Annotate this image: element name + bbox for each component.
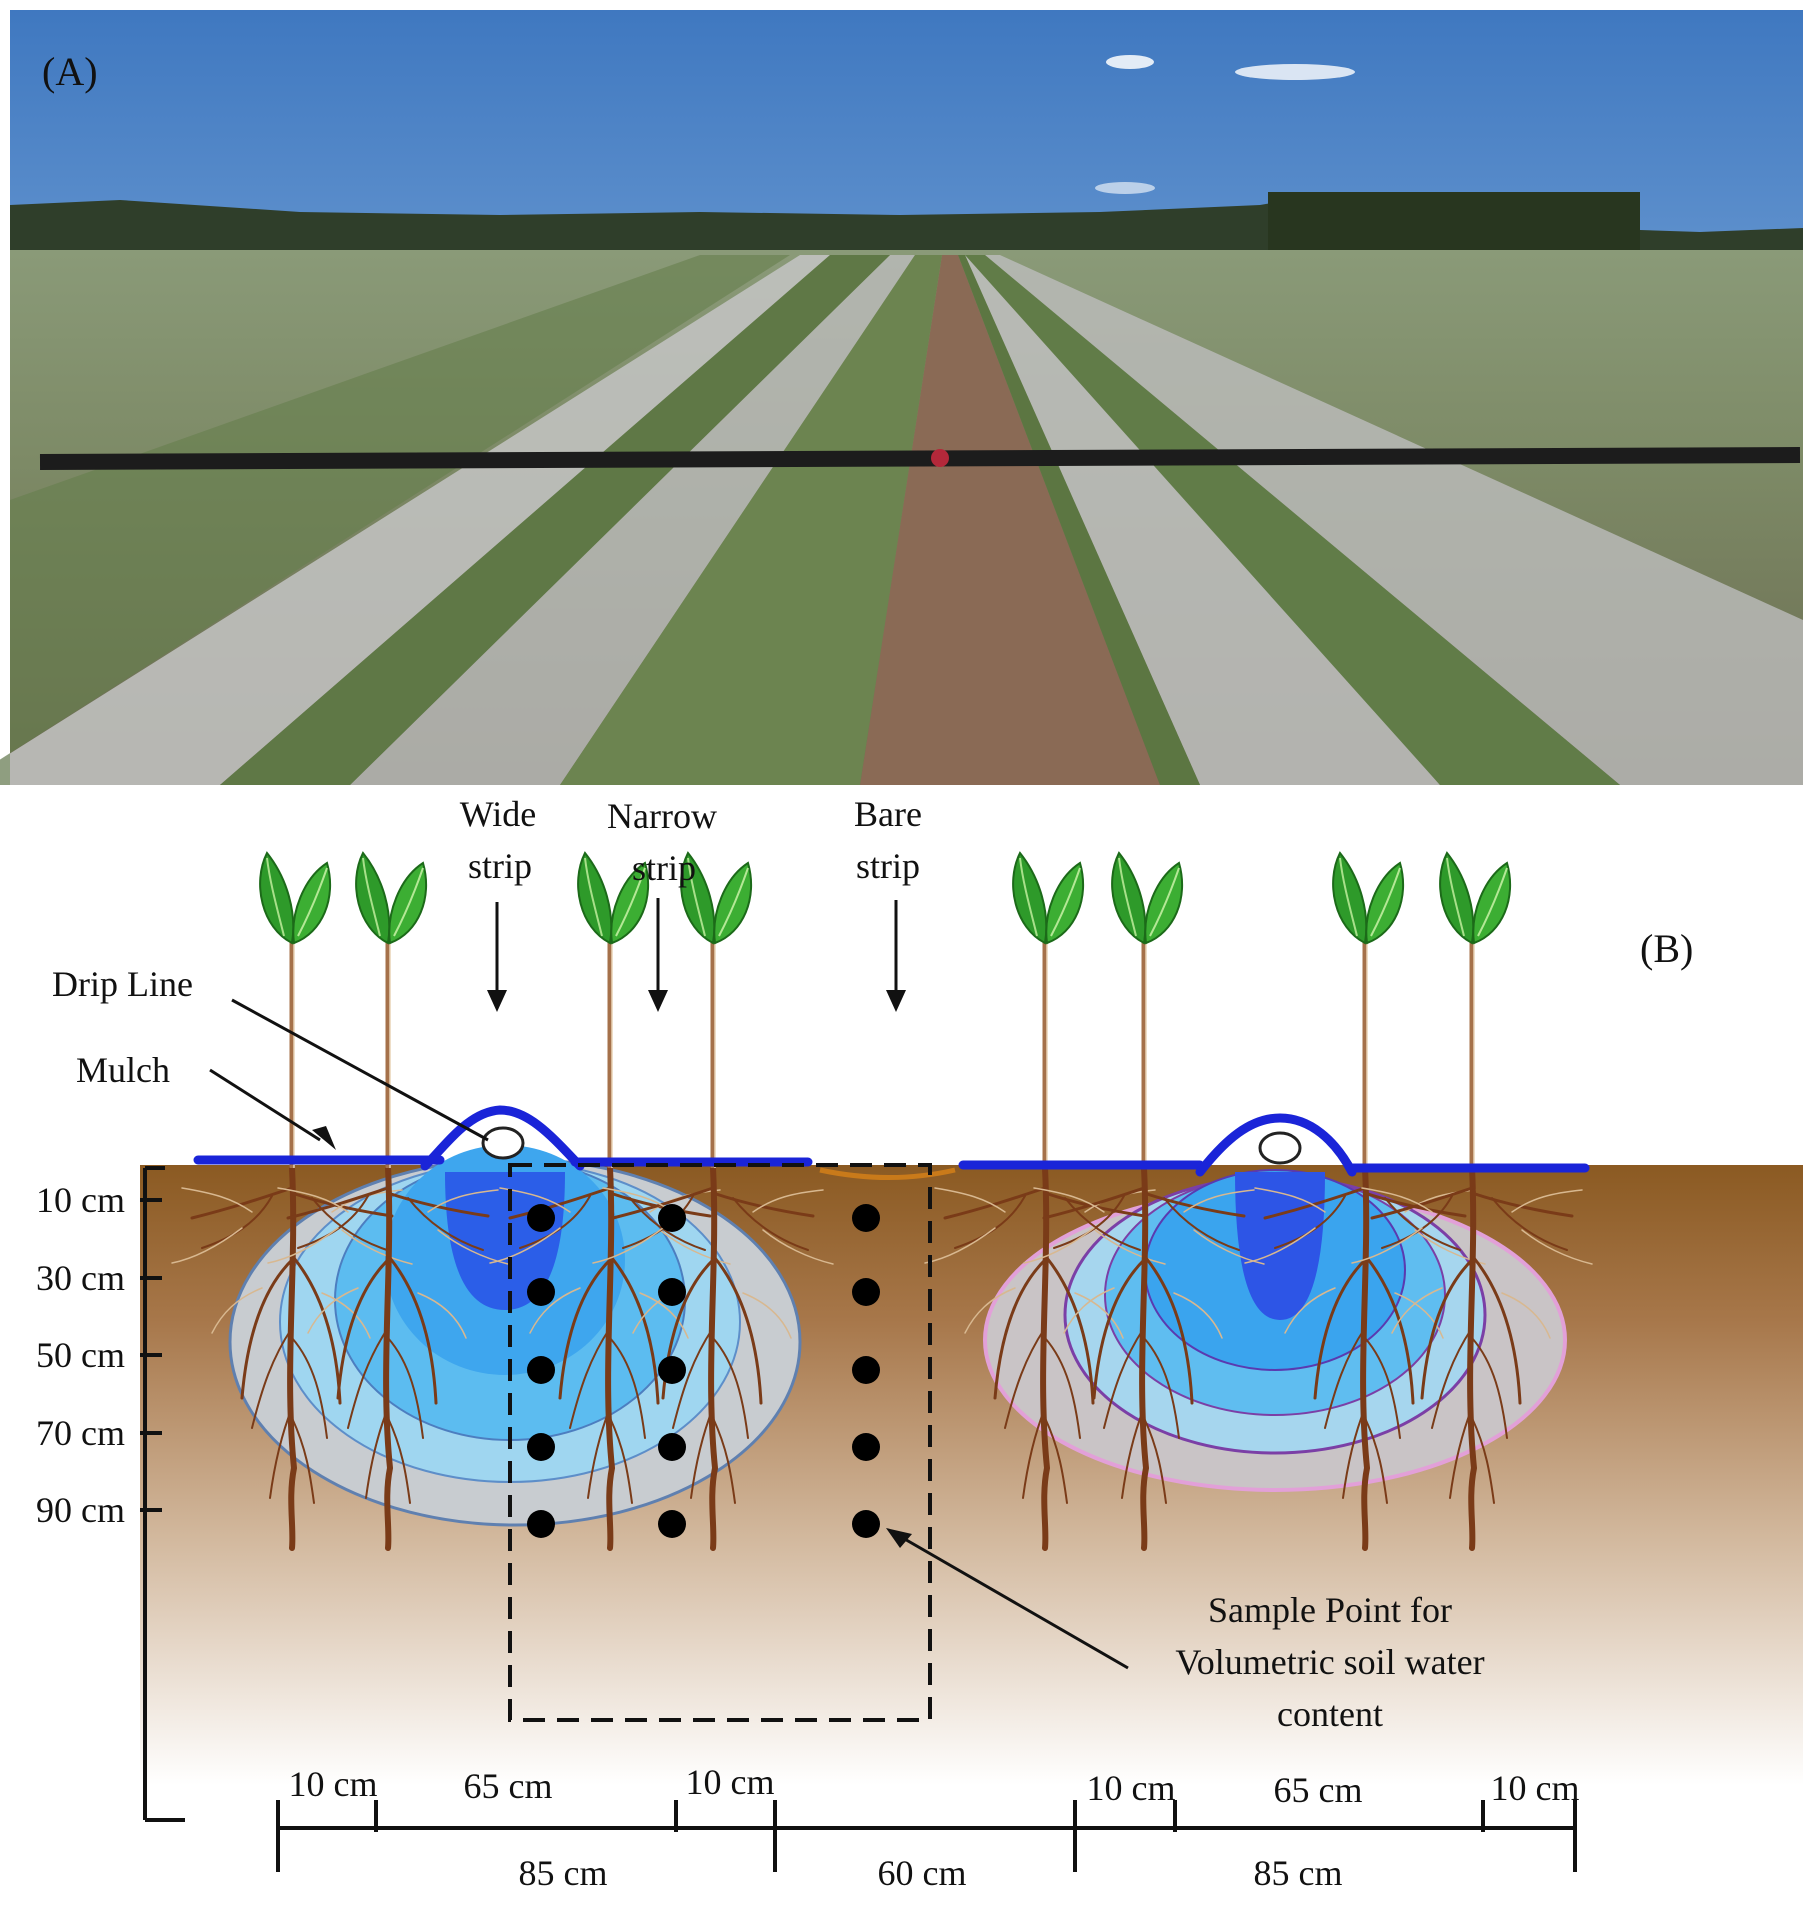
panel-a-label: (A) <box>42 49 98 94</box>
sample-point <box>527 1510 555 1538</box>
width-label-b3: 10 cm <box>1491 1768 1580 1808</box>
sample-point <box>527 1278 555 1306</box>
sample-point-label-3: content <box>1277 1694 1383 1734</box>
sample-point <box>527 1433 555 1461</box>
width-label-b2: 65 cm <box>1274 1770 1363 1810</box>
sample-point <box>527 1356 555 1384</box>
sample-point <box>852 1356 880 1384</box>
sample-point <box>852 1510 880 1538</box>
depth-label-10: 10 cm <box>36 1180 125 1220</box>
sampling-frame <box>508 1163 932 1722</box>
narrow-strip-label-2: strip <box>632 848 696 888</box>
sample-point-label-2: Volumetric soil water <box>1175 1642 1484 1682</box>
cotton-plants <box>260 853 1510 1168</box>
sample-point <box>658 1356 686 1384</box>
field-photo <box>0 10 1803 785</box>
mulch-label: Mulch <box>76 1050 170 1090</box>
width-label-c2: 60 cm <box>878 1853 967 1893</box>
depth-label-90: 90 cm <box>36 1490 125 1530</box>
depth-label-70: 70 cm <box>36 1413 125 1453</box>
width-label-a1: 10 cm <box>289 1764 378 1804</box>
mulch-film <box>193 1105 1590 1177</box>
wide-strip-label-1: Wide <box>460 794 537 834</box>
sample-point-label-1: Sample Point for <box>1208 1590 1452 1630</box>
sample-point <box>658 1204 686 1232</box>
width-label-c1: 85 cm <box>519 1853 608 1893</box>
sample-point <box>852 1278 880 1306</box>
panel-b-label: (B) <box>1640 926 1693 971</box>
sample-point <box>658 1278 686 1306</box>
callout-arrows <box>209 998 1129 1670</box>
narrow-strip-label-1: Narrow <box>607 796 717 836</box>
sample-point <box>658 1510 686 1538</box>
depth-label-50: 50 cm <box>36 1335 125 1375</box>
sample-point <box>852 1204 880 1232</box>
width-label-a2: 65 cm <box>464 1766 553 1806</box>
sample-point <box>527 1204 555 1232</box>
bare-strip-label-2: strip <box>856 846 920 886</box>
wide-strip-label-2: strip <box>468 846 532 886</box>
sample-point <box>852 1433 880 1461</box>
width-label-b1: 10 cm <box>1087 1768 1176 1808</box>
bare-strip-label-1: Bare <box>854 794 922 834</box>
depth-axis <box>140 1166 185 1822</box>
width-label-a3: 10 cm <box>686 1762 775 1802</box>
drip-line-tube <box>481 1126 1302 1165</box>
sample-points <box>527 1204 880 1538</box>
depth-label-30: 30 cm <box>36 1258 125 1298</box>
width-label-c3: 85 cm <box>1254 1853 1343 1893</box>
width-dimensions <box>276 1800 1577 1872</box>
drip-line-label: Drip Line <box>52 964 193 1004</box>
sample-point <box>658 1433 686 1461</box>
strip-arrows <box>487 898 906 1012</box>
wetting-zone-right <box>983 1169 1567 1492</box>
